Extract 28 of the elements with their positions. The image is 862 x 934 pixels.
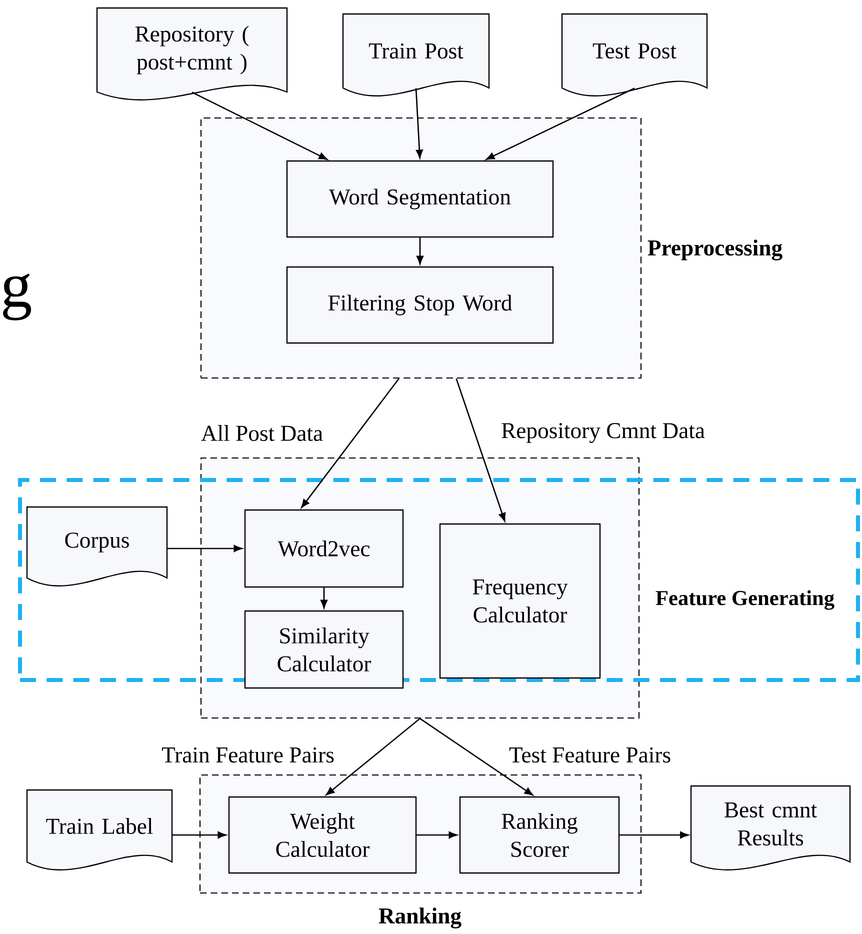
- group-label: Ranking: [378, 908, 462, 928]
- arrow: [416, 238, 424, 264]
- process-box: Similarity Calculator: [244, 610, 404, 689]
- arrow: [420, 718, 534, 796]
- process-box: Filtering Stop Word: [286, 266, 554, 344]
- edge-label: Train Feature Pairs: [160, 746, 336, 764]
- edge-label: All Post Data: [200, 424, 324, 442]
- process-box: Ranking Scorer: [459, 796, 620, 874]
- edge-label: Repository Cmnt Data: [500, 422, 706, 444]
- arrow: [320, 588, 328, 608]
- group-label: Preprocessing: [648, 240, 782, 260]
- arrow: [486, 88, 635, 160]
- arrow: [301, 378, 400, 508]
- process-box: Word2vec: [244, 509, 404, 588]
- arrow: [456, 378, 506, 522]
- arrow: [167, 545, 242, 552]
- arrow: [192, 92, 328, 160]
- arrow: [172, 832, 226, 838]
- process-box: Word Segmentation: [286, 160, 554, 238]
- edge-label: Test Feature Pairs: [508, 746, 672, 764]
- arrow: [416, 832, 458, 838]
- arrow: [326, 718, 420, 796]
- group-label: Feature Generating: [656, 590, 834, 610]
- text-fragment: g: [3, 274, 32, 320]
- process-box: Weight Calculator: [228, 796, 417, 874]
- arrow: [415, 88, 423, 158]
- process-box: Frequency Calculator: [439, 523, 601, 679]
- arrow: [620, 832, 689, 838]
